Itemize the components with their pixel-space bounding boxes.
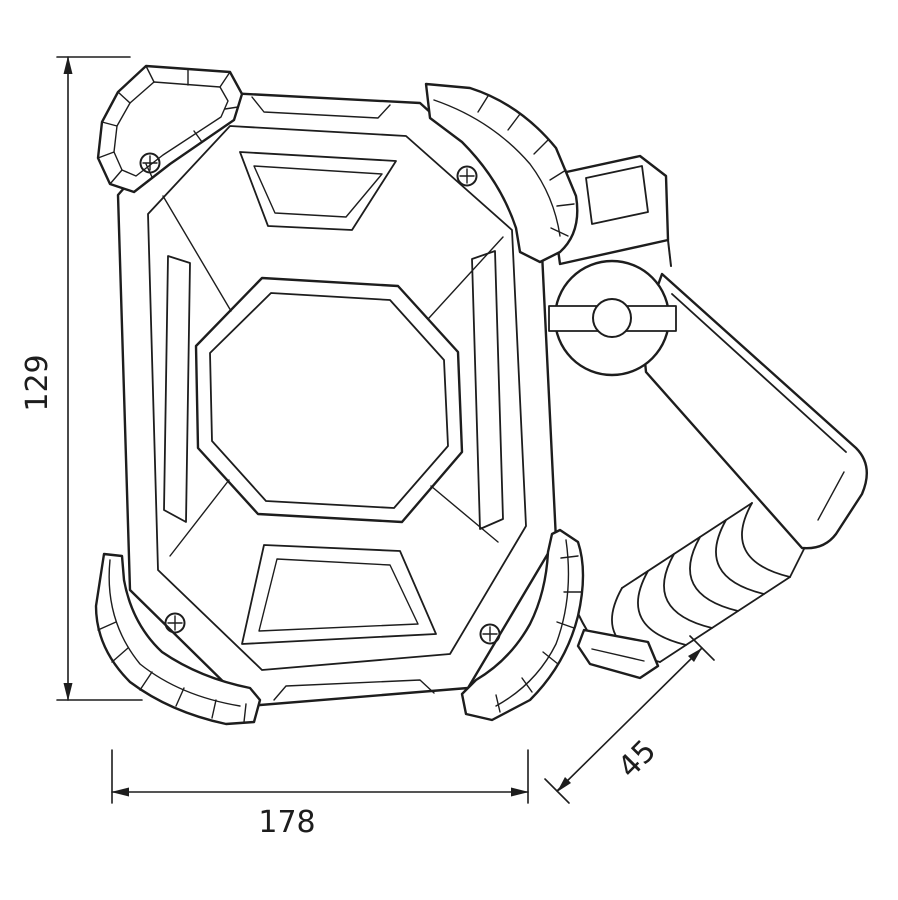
screw-top-left: [139, 152, 161, 174]
bumper-inner-line: [113, 81, 229, 177]
stand-arm-end-line: [817, 471, 845, 521]
height-arrow-down: [63, 683, 73, 701]
stand-rib-arm-joint: [789, 548, 805, 578]
housing-right-edge: [667, 239, 672, 267]
bumper-inner-line: [108, 559, 241, 707]
depth-dimension-line: [556, 647, 703, 792]
front-foot: [576, 628, 660, 680]
work-light-drawing: [94, 64, 868, 726]
connector-bottom-left: [169, 479, 230, 557]
lens-outer-octagon: [194, 276, 464, 524]
stand-rib-top-edge: [621, 502, 753, 589]
stand-rib: [715, 519, 765, 595]
foot-inner-line: [591, 648, 645, 662]
front-face-inner-frame: [147, 125, 527, 671]
corner-screws: [139, 152, 501, 645]
stand-rib: [689, 536, 739, 612]
bumper-outline: [94, 552, 262, 726]
connector-bottom-right: [430, 485, 499, 543]
corner-bumper-bottom-left: [94, 552, 262, 726]
front-face-outline: [116, 90, 558, 708]
bottom-edge-chamfer: [273, 679, 435, 701]
bumper-inner-line: [433, 99, 561, 237]
top-edge-chamfer: [251, 96, 391, 119]
bottom-panel-inner: [258, 558, 419, 632]
housing-top-button: [585, 165, 649, 225]
corner-bumper-top-right: [424, 82, 579, 264]
bumper-outline: [424, 82, 579, 264]
stand-arm: [640, 272, 868, 550]
pivot-inner-circle: [592, 298, 632, 338]
stand-rib: [741, 502, 791, 578]
bumper-ribs: [477, 95, 575, 237]
stand-rib: [663, 553, 713, 629]
lens: [194, 276, 464, 524]
corner-connector-lines: [162, 195, 504, 557]
height-dimension-label: 129: [20, 354, 55, 411]
stand-rib-bottom-edge: [659, 576, 791, 663]
corner-bumper-bottom-right: [460, 528, 585, 722]
stand-ribs: [611, 502, 805, 663]
width-arrow-left: [111, 787, 129, 797]
dimension-width: 178: [111, 749, 529, 840]
bumper-inner-line: [495, 539, 570, 707]
bumper-outline: [460, 528, 585, 722]
depth-arrow-near: [557, 777, 571, 792]
width-arrow-right: [511, 787, 529, 797]
connector-top-right: [428, 236, 504, 319]
pivot-knob: [548, 259, 677, 377]
top-panel-outer: [239, 151, 397, 231]
bottom-panel-outer: [241, 544, 437, 645]
depth-near-tick: [544, 778, 570, 804]
stand-arm-outline: [640, 272, 868, 550]
screw-bottom-right: [479, 623, 501, 645]
stand-arm-inner-edge: [671, 293, 847, 453]
screw-bottom-left: [164, 612, 186, 634]
lens-inner-octagon: [209, 292, 449, 509]
top-panel-inner: [253, 165, 383, 218]
left-side-panel: [163, 255, 191, 523]
bumper-outline: [96, 64, 244, 194]
bumper-ribs: [97, 621, 247, 723]
height-arrow-up: [63, 56, 73, 74]
connector-top-left: [162, 195, 232, 312]
corner-bumper-top-left: [96, 64, 244, 194]
depth-arrow-far: [688, 648, 702, 662]
bumper-ribs: [97, 65, 239, 185]
stand-rib: [637, 570, 687, 646]
depth-dimension-label: 45: [611, 733, 663, 785]
screw-top-right: [456, 165, 478, 187]
width-dimension-label: 178: [258, 805, 315, 840]
dimension-height: 129: [20, 56, 143, 701]
bumper-ribs: [495, 555, 583, 713]
foot-outline: [576, 628, 660, 680]
front-face: [116, 90, 558, 708]
